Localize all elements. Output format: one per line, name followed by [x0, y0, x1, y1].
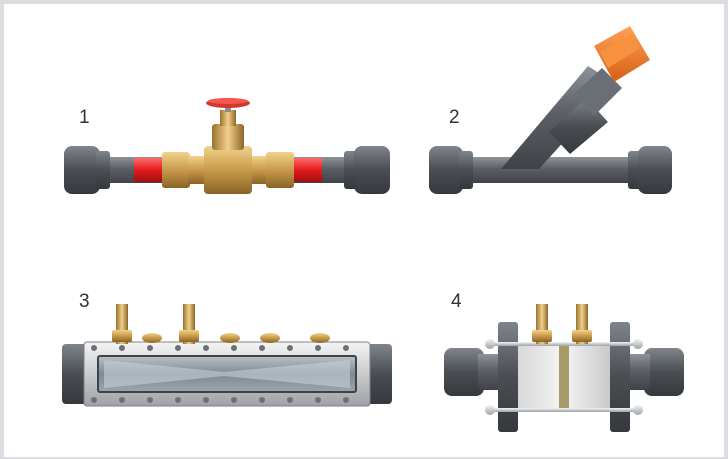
- gate-valve-icon: [64, 98, 390, 194]
- valves-illustration: [62, 26, 684, 432]
- figure-label-3: 3: [79, 291, 90, 312]
- figure-label-2: 2: [449, 107, 460, 128]
- angle-seat-valve-icon: [429, 26, 672, 194]
- flanged-flow-cell-icon: [444, 304, 684, 432]
- figure-label-1: 1: [79, 107, 90, 128]
- sight-glass-flow-cell-icon: [62, 304, 392, 407]
- figure-label-4: 4: [451, 291, 462, 312]
